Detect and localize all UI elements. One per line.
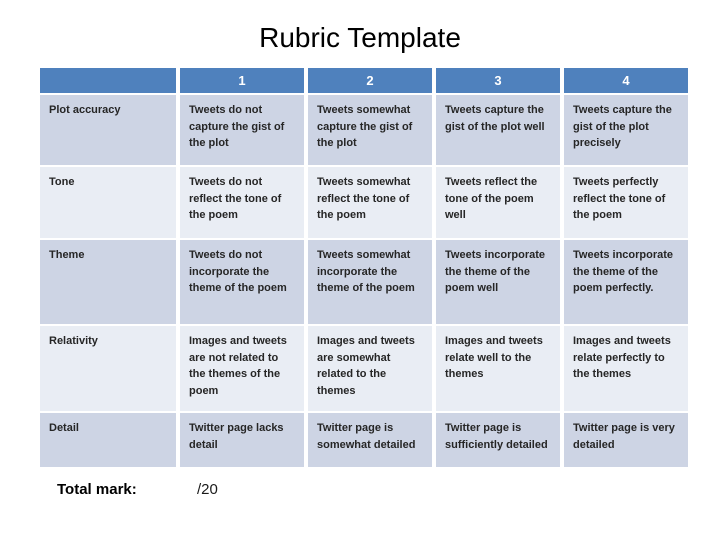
header-cell-score-1: 1 [180, 68, 304, 93]
rubric-cell: Tweets do not reflect the tone of the po… [180, 167, 304, 238]
rubric-cell: Tweets do not incorporate the theme of t… [180, 240, 304, 324]
table-row-plot-accuracy: Plot accuracy Tweets do not capture the … [40, 95, 688, 165]
table-row-tone: Tone Tweets do not reflect the tone of t… [40, 167, 688, 238]
rubric-cell: Images and tweets relate well to the the… [436, 326, 560, 411]
header-cell-score-3: 3 [436, 68, 560, 93]
table-row-relativity: Relativity Images and tweets are not rel… [40, 326, 688, 411]
rubric-cell: Tweets somewhat capture the gist of the … [308, 95, 432, 165]
criterion-label: Theme [40, 240, 176, 324]
rubric-cell: Tweets incorporate the theme of the poem… [564, 240, 688, 324]
rubric-cell: Tweets somewhat incorporate the theme of… [308, 240, 432, 324]
table-header-row: 1 2 3 4 [40, 68, 688, 93]
header-cell-empty [40, 68, 176, 93]
page-title: Rubric Template [259, 22, 461, 53]
rubric-cell: Tweets somewhat reflect the tone of the … [308, 167, 432, 238]
criterion-label: Tone [40, 167, 176, 238]
rubric-cell: Images and tweets are not related to the… [180, 326, 304, 411]
rubric-cell: Tweets capture the gist of the plot prec… [564, 95, 688, 165]
total-mark-row: Total mark: /20 [57, 481, 218, 498]
criterion-label: Relativity [40, 326, 176, 411]
rubric-cell: Twitter page is very detailed [564, 413, 688, 467]
rubric-cell: Tweets capture the gist of the plot well [436, 95, 560, 165]
table-row-theme: Theme Tweets do not incorporate the them… [40, 240, 688, 324]
header-cell-score-4: 4 [564, 68, 688, 93]
rubric-cell: Tweets reflect the tone of the poem well [436, 167, 560, 238]
criterion-label: Detail [40, 413, 176, 467]
total-mark-value: /20 [197, 481, 218, 498]
rubric-cell: Tweets perfectly reflect the tone of the… [564, 167, 688, 238]
rubric-cell: Tweets do not capture the gist of the pl… [180, 95, 304, 165]
rubric-cell: Images and tweets are somewhat related t… [308, 326, 432, 411]
criterion-label: Plot accuracy [40, 95, 176, 165]
total-mark-label: Total mark: [57, 481, 137, 498]
rubric-cell: Tweets incorporate the theme of the poem… [436, 240, 560, 324]
table-row-detail: Detail Twitter page lacks detail Twitter… [40, 413, 688, 467]
rubric-cell: Twitter page is somewhat detailed [308, 413, 432, 467]
rubric-cell: Twitter page is sufficiently detailed [436, 413, 560, 467]
rubric-cell: Images and tweets relate perfectly to th… [564, 326, 688, 411]
rubric-cell: Twitter page lacks detail [180, 413, 304, 467]
rubric-table: 1 2 3 4 Plot accuracy Tweets do not capt… [36, 66, 692, 469]
header-cell-score-2: 2 [308, 68, 432, 93]
